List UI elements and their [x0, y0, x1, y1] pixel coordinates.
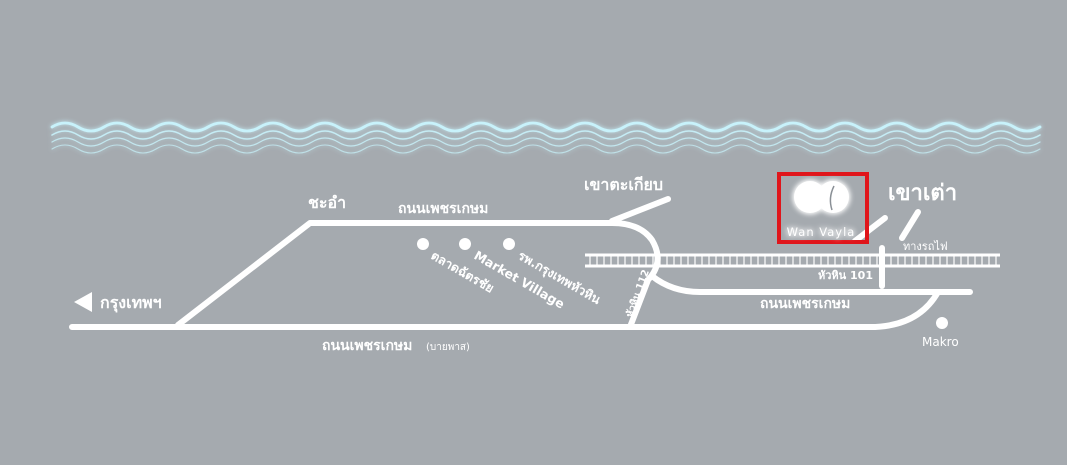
logo-name: Wan Vayla: [787, 225, 856, 239]
circle-dot-icon: [459, 238, 471, 250]
place-khao-takiab: เขาตะเกียบ: [584, 175, 663, 194]
wan-vayla-logo: Wan Vayla: [777, 172, 869, 244]
place-khao-tao: เขาเต่า: [888, 181, 957, 206]
wan-vayla-circles-icon: [794, 181, 849, 213]
sea-wave-line: [50, 121, 1042, 133]
circle-dot-icon: [503, 238, 515, 250]
road-to-logo: [852, 215, 888, 244]
road-label-railway: ทางรถไฟ: [903, 240, 948, 253]
sea-waves: [50, 121, 1042, 154]
railway-line: [585, 253, 1000, 268]
sea-wave-line: [51, 137, 1041, 147]
sea-wave-line: [51, 130, 1041, 140]
circle-dot-icon: [417, 238, 429, 250]
highlight-box: [777, 172, 869, 244]
place-bangkok: กรุงเทพฯ: [100, 293, 162, 313]
road-label-phetkasem-top: ถนนเพชรเกษม: [398, 201, 488, 217]
road-label-phetkasem-right: ถนนเพชรเกษม: [760, 296, 850, 312]
road-khao-takiab-link: [609, 196, 671, 224]
circle-dot-icon: [936, 317, 948, 329]
left-triangle-icon: [74, 292, 92, 312]
sea-wave-line: [51, 144, 1041, 154]
road-phetkasem-right: [649, 273, 973, 295]
road-khao-tao-link: [899, 209, 921, 241]
road-label-phetkasem-bypass: ถนนเพชรเกษม: [322, 338, 412, 354]
road-label-huahin-101: หัวหิน 101: [818, 269, 873, 282]
road-phetkasem-old: [175, 220, 661, 330]
road-label-bypass-note: (บายพาส): [426, 342, 470, 353]
place-makro: Makro: [922, 335, 959, 349]
road-phetkasem-bypass: [69, 289, 941, 330]
place-cha-am: ชะอำ: [308, 193, 346, 212]
